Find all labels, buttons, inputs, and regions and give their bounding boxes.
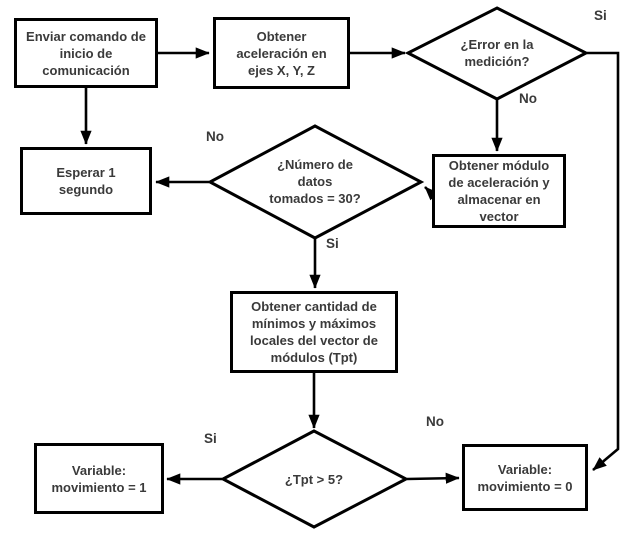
node-text-line: Obtener módulo: [448, 158, 550, 173]
node-text-line: movimiento = 1: [51, 479, 147, 495]
node-variable-movement-0: Variable: movimiento = 0: [462, 444, 588, 511]
node-text-line: datos: [297, 174, 333, 189]
decision-data-count-diamond: [206, 124, 425, 240]
node-text-line: almacenar en: [457, 192, 541, 207]
node-text-line: ejes X, Y, Z: [248, 62, 315, 78]
decision-tpt-diamond: [219, 429, 410, 529]
decision-data-count-label: ¿Número de datos tomados = 30?: [250, 156, 380, 207]
edge-label-count-no: No: [206, 129, 224, 144]
node-get-module: Obtener módulo de aceleración y almacena…: [432, 154, 566, 228]
decision-error-label: ¿Error en la medición?: [437, 36, 557, 70]
edge-label-count-si: Si: [326, 236, 339, 251]
decision-tpt-label: ¿Tpt > 5?: [254, 471, 374, 488]
node-text-line: tomados = 30?: [269, 191, 361, 206]
edge-tpt-no-to-movement-zero: [406, 472, 460, 484]
node-text-line: de aceleración y: [448, 175, 550, 190]
node-text-line: Variable:: [71, 462, 127, 478]
node-text-line: ¿Error en la: [460, 37, 534, 52]
node-get-tpt: Obtener cantidad de mínimos y máximos lo…: [230, 291, 398, 373]
node-text-line: locales del vector de: [250, 333, 378, 348]
node-get-acceleration: Obtener aceleración en ejes X, Y, Z: [213, 17, 350, 89]
node-text-line: aceleración en: [236, 45, 327, 61]
node-text-line: medición?: [464, 54, 530, 69]
node-text-line: Variable:: [497, 461, 553, 477]
node-text-line: vector: [479, 209, 519, 224]
edge-error-si-to-movement-zero: [587, 51, 620, 471]
decision-error-diamond: [404, 6, 590, 101]
node-text-line: Obtener: [256, 28, 307, 44]
node-variable-movement-1: Variable: movimiento = 1: [34, 443, 164, 514]
node-text-line: Esperar 1: [56, 165, 116, 180]
node-text-line: movimiento = 0: [477, 478, 573, 494]
node-wait-1-second: Esperar 1 segundo: [20, 147, 152, 215]
node-text-line: ¿Número de: [277, 157, 353, 172]
edge-label-tpt-si: Si: [204, 431, 217, 446]
node-send-command: Enviar comando de inicio de comunicación: [14, 18, 158, 88]
edge-label-error-si: Si: [594, 8, 607, 23]
edge-label-error-no: No: [519, 91, 537, 106]
node-text-line: ¿Tpt > 5?: [284, 472, 344, 487]
node-text-line: comunicación: [42, 62, 130, 78]
node-text-line: segundo: [58, 182, 114, 197]
node-text-line: Enviar comando de: [26, 28, 146, 44]
node-text-line: mínimos y máximos: [251, 316, 377, 331]
node-text-line: módulos (Tpt): [270, 350, 358, 365]
node-text-line: Obtener cantidad de: [251, 299, 377, 314]
edge-label-tpt-no: No: [426, 414, 444, 429]
node-text-line: inicio de: [59, 45, 113, 61]
